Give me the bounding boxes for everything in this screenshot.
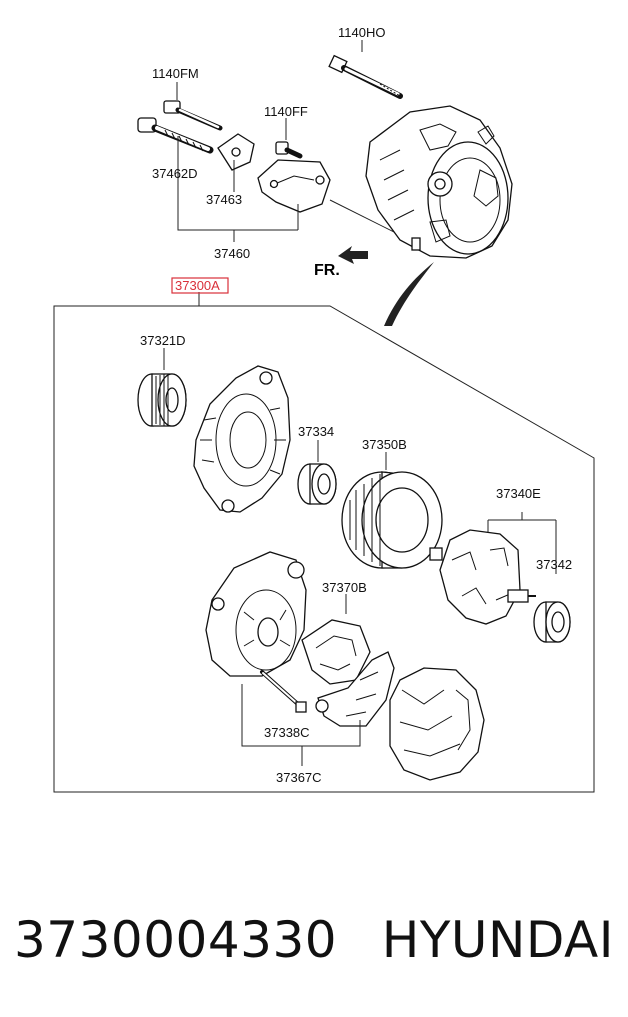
bolt-1140ff [275,118,303,159]
label-37367c: 37367C [276,770,322,785]
label-37300a: 37300A [175,278,220,293]
label-37463: 37463 [206,192,242,207]
bolt-1140ho [328,40,403,99]
rear-housing [205,551,307,677]
footer: 3730004330 HYUNDAI [0,900,628,980]
label-37340e: 37340E [496,486,541,501]
label-37334: 37334 [298,424,334,439]
bolt-37462d [137,117,214,170]
label-37370b: 37370B [322,580,367,595]
bracket-37460 [257,159,331,230]
label-37350b: 37350B [362,437,407,452]
label-37321d: 37321D [140,333,186,348]
front-housing [193,365,291,513]
highlight-box [171,277,229,294]
label-37462d: 37462D [152,166,198,181]
stator-37350b [341,452,443,569]
parts-group-frame [53,305,595,793]
label-37460: 37460 [214,246,250,261]
bolt-1140fm [163,82,223,131]
alternator-assembled [365,105,513,259]
label-1140ho: 1140HO [338,25,385,40]
bearing-37334 [297,440,337,505]
rear-cover [389,667,485,781]
rotor-37340e [429,512,557,625]
brand-name: HYUNDAI [381,911,614,969]
pulley-37321d [137,348,187,427]
part-number: 3730004330 [14,911,338,969]
label-37342: 37342 [536,557,572,572]
bearing-37342 [533,601,571,643]
label-1140fm: 1140FM [152,66,199,81]
regulator-37370b [301,594,395,727]
label-1140ff: 1140FF [264,104,308,119]
pointer-arrow [384,262,434,326]
label-37338c: 37338C [264,725,310,740]
alternator-exploded-diagram: FR. [53,25,595,793]
through-bolt-37338c [260,670,307,713]
bracket-37463 [217,133,255,192]
front-direction-label: FR. [314,262,340,279]
front-arrow-icon [338,246,368,264]
